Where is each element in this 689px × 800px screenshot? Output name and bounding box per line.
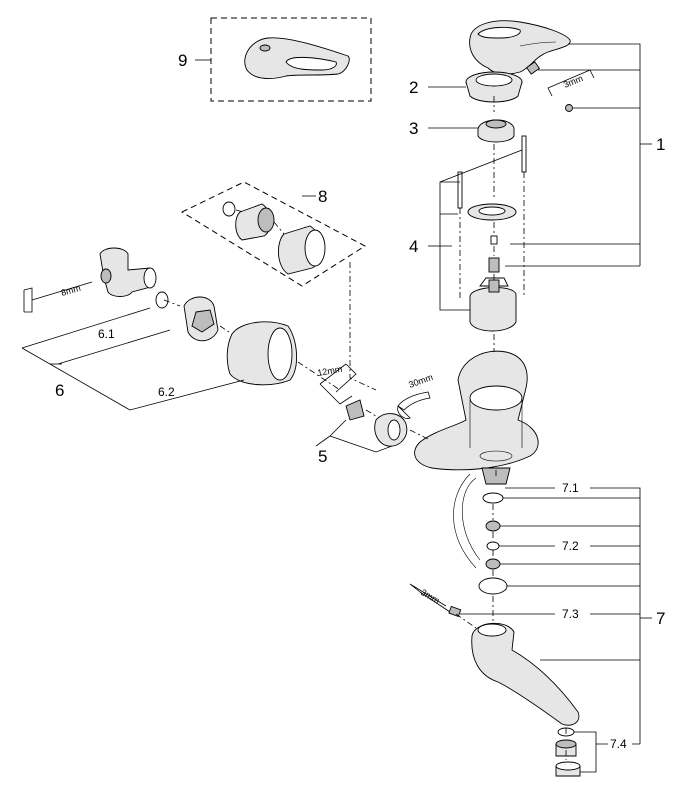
hex-key-3mm-label-bottom: 3mm <box>419 587 441 606</box>
callout-2: 2 <box>409 78 418 97</box>
part-4-cartridge-set: 4 <box>409 135 527 332</box>
callout-9: 9 <box>178 51 187 70</box>
part-6-wall-connection: 8mm 6.1 6.2 6 <box>21 247 297 411</box>
hex-key-3mm-label-top: 3mm <box>562 73 584 90</box>
callout-4: 4 <box>409 237 418 256</box>
callout-5: 5 <box>318 447 327 466</box>
callout-8: 8 <box>318 187 327 206</box>
mixer-body <box>414 350 539 471</box>
part-8-sleeve-set: 8 <box>180 181 366 287</box>
callout-6-2: 6.2 <box>158 385 175 399</box>
callout-7: 7 <box>656 609 665 628</box>
callout-7-2: 7.2 <box>562 539 579 553</box>
hex-key-8mm-label: 8mm <box>60 283 82 298</box>
callout-6: 6 <box>55 381 64 400</box>
callout-7-4: 7.4 <box>610 737 627 751</box>
callout-3: 3 <box>409 119 418 138</box>
part-2-cap: 2 <box>409 71 523 103</box>
screw-cap <box>565 104 573 112</box>
callout-1: 1 <box>656 135 665 154</box>
part-3-adaptor: 3 <box>409 119 515 143</box>
hex-key-12mm-label: 12mm <box>317 364 343 378</box>
callout-6-1: 6.1 <box>98 327 115 341</box>
grub-screw-part-1 <box>525 61 541 75</box>
part-7-spout-set: 3mm 7.1 7.2 7.3 7.4 7 <box>409 467 665 777</box>
callout-7-3: 7.3 <box>562 607 579 621</box>
assembly-axes <box>163 96 567 760</box>
part-9-lever-alternative: 9 <box>178 17 372 102</box>
callout-7-1: 7.1 <box>562 481 579 495</box>
part-1-lever-handle: 3mm 1 <box>469 20 665 267</box>
wrench-30mm-label: 30mm <box>407 372 434 390</box>
